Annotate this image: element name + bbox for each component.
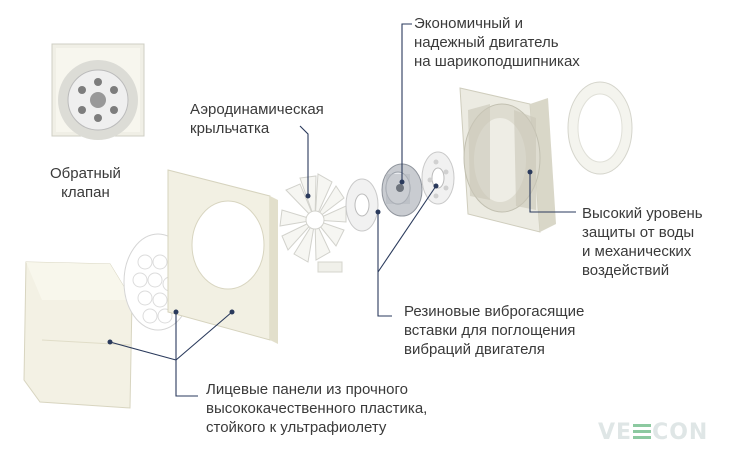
valve-label: Обратный клапан [50,165,121,201]
front-cover-panel [23,261,133,409]
damper-ring-front [345,178,379,232]
protection-label: Высокий уровень защиты от воды и механич… [582,205,703,279]
leader-dots [107,169,533,345]
housing [459,87,556,233]
leader-lines [109,23,576,397]
impeller [279,173,347,263]
front-frame-panel [167,169,278,344]
panels-label: Лицевые панели из прочного высококачеств… [206,381,428,436]
impeller-label: Аэродинамическая крыльчатка [190,101,324,137]
damper-ring-rear [421,151,455,205]
motor [381,163,423,217]
small-clip [317,261,343,273]
motor-label: Экономичный и надежный двигатель на шари… [414,15,580,70]
back-mounting-ring [567,81,633,175]
assembled-fan-thumbnail [51,43,145,140]
logo-bars-icon [633,424,652,440]
dampers-label: Резиновые виброгасящие вставки для погло… [404,303,585,358]
